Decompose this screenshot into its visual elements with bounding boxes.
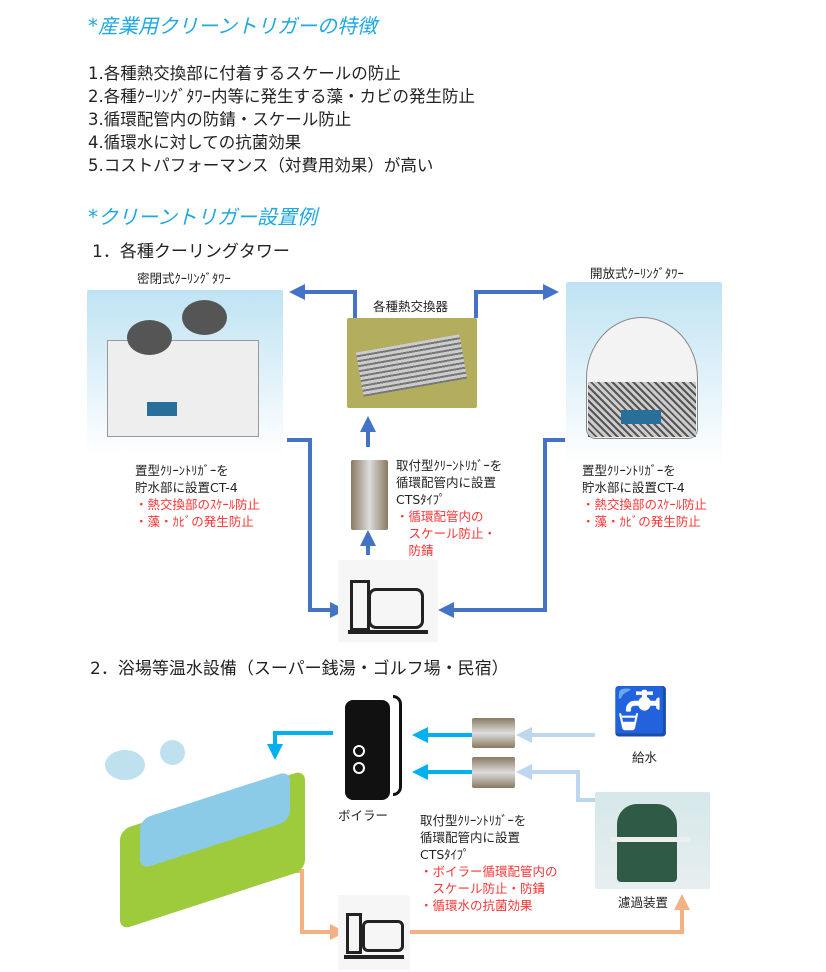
arrow (516, 764, 596, 802)
closed-tower-label: 密閉式ｸｰﾘﾝｸﾞﾀﾜｰ (137, 271, 231, 286)
arrow (267, 731, 333, 760)
feature-item: 3.循環配管内の防錆・スケール防止 (88, 110, 352, 129)
heat-exchanger-label: 各種熱交換器 (373, 299, 449, 314)
arrow (438, 438, 565, 618)
cts-trigger-image (351, 460, 388, 530)
filter-device-image (595, 792, 710, 889)
arrow (410, 894, 690, 934)
open-cooling-tower-image (566, 282, 722, 465)
cts-trigger-image (472, 718, 515, 748)
features-title: *産業用クリーントリガーの特徴 (88, 14, 377, 38)
water-supply-label: 給水 (632, 750, 658, 765)
feature-list: 1.各種熱交換部に付着するスケールの防止 2.各種ｸｰﾘﾝｸﾞﾀﾜｰ内等に発生す… (88, 62, 475, 177)
feature-item: 5.コストパフォーマンス（対費用効果）が高い (88, 156, 434, 175)
feature-item: 4.循環水に対しての抗菌効果 (88, 133, 302, 152)
feature-item: 1.各種熱交換部に付着するスケールの防止 (88, 64, 401, 83)
arrow (289, 284, 357, 318)
bathtub-image (100, 740, 310, 931)
boiler-label: ボイラー (338, 808, 389, 823)
closed-cooling-tower-image (87, 290, 283, 455)
arrow (287, 438, 346, 618)
boiler-image (345, 695, 402, 800)
arrow (474, 284, 559, 318)
open-tower-label: 開放式ｸｰﾘﾝｸﾞﾀﾜｰ (590, 266, 684, 281)
faucet-icon: 🚰 (612, 684, 670, 738)
feature-item: 2.各種ｸｰﾘﾝｸﾞﾀﾜｰ内等に発生する藻・カビの発生防止 (88, 87, 475, 106)
section1-heading: 1．各種クーリングタワー (92, 242, 290, 262)
filter-label: 濾過装置 (618, 895, 669, 910)
heat-exchanger-image (347, 318, 477, 408)
cts-trigger-image (472, 757, 515, 788)
examples-title: *クリーントリガー設置例 (88, 205, 317, 229)
pump-image (338, 560, 438, 642)
section2-heading: 2．浴場等温水設備（スーパー銭湯・ゴルフ場・民宿） (90, 659, 509, 679)
pump-image (338, 895, 410, 970)
